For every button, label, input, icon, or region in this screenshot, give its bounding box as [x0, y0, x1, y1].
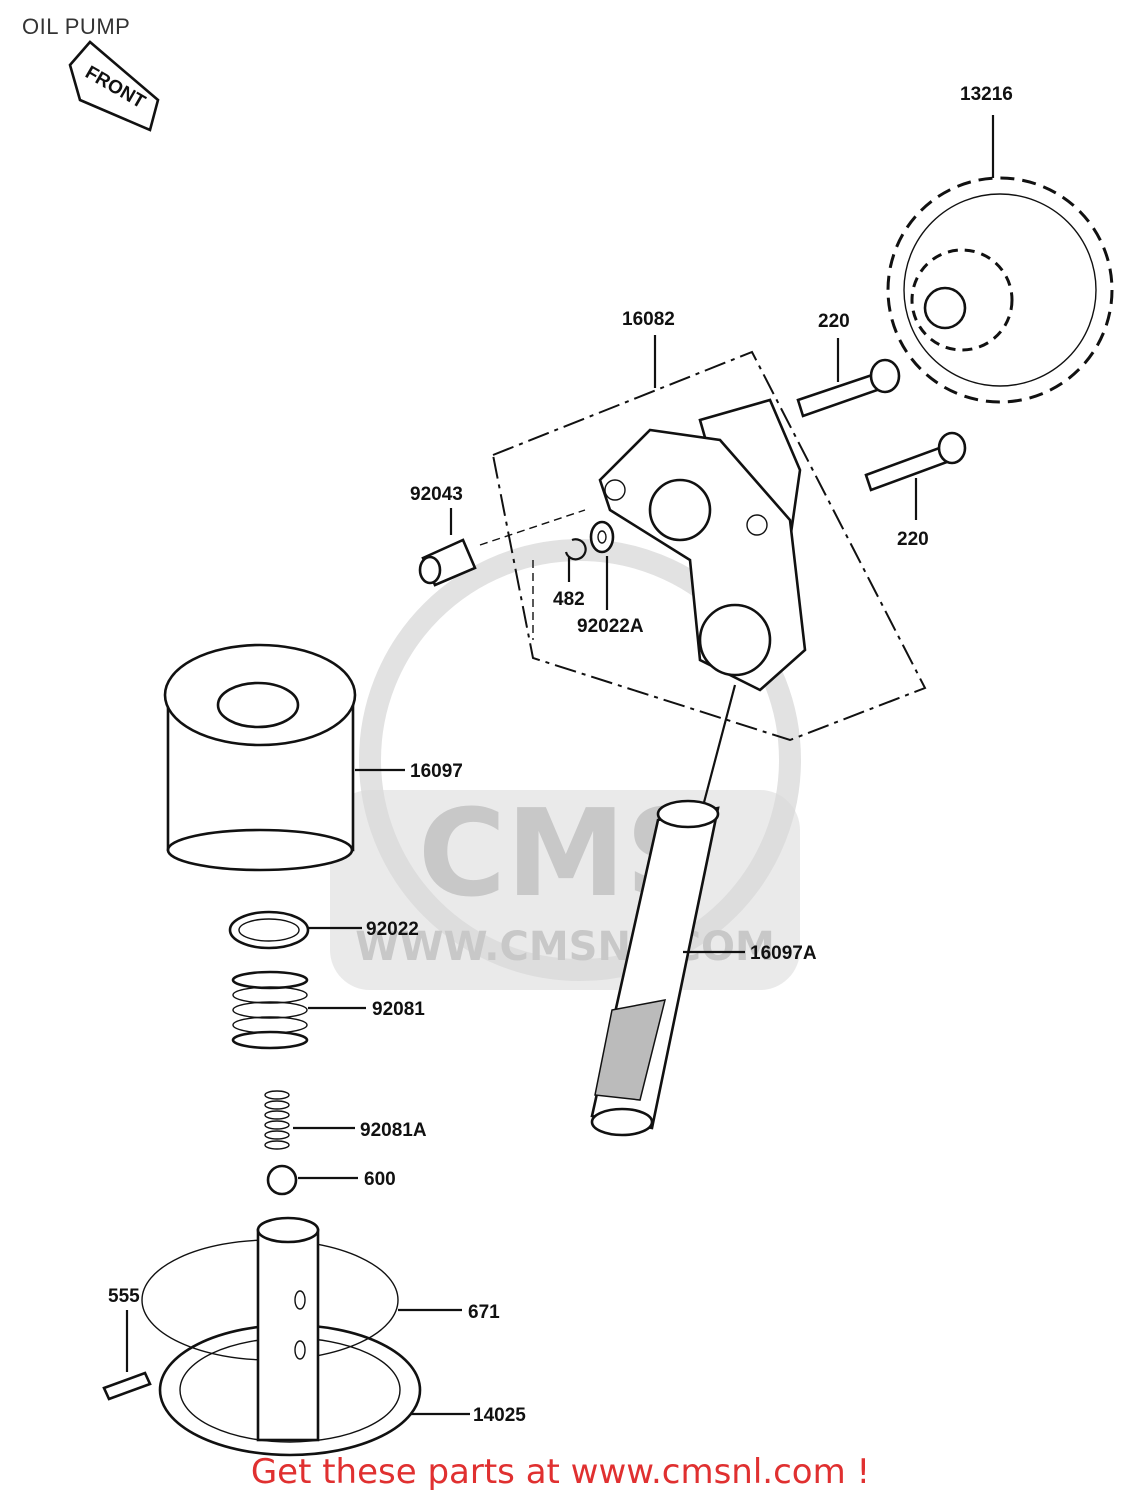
oil-filter-16097 — [163, 643, 405, 872]
label-13216: 13216 — [960, 84, 1013, 105]
bolt-220-upper — [796, 338, 901, 418]
footer-link[interactable]: Get these parts at www.cmsnl.com ! — [250, 1452, 871, 1492]
label-92081: 92081 — [372, 999, 425, 1020]
label-220-upper: 220 — [818, 311, 850, 332]
pin-555 — [102, 1310, 152, 1401]
label-671: 671 — [468, 1302, 500, 1323]
bolt-220-lower — [864, 431, 967, 520]
label-555: 555 — [108, 1286, 140, 1307]
front-arrow-icon: FRONT — [68, 40, 160, 132]
clip-482 — [532, 538, 587, 640]
dowel-92043 — [418, 508, 586, 587]
spring-92081 — [231, 970, 366, 1050]
label-92081a: 92081A — [360, 1120, 427, 1141]
label-92043: 92043 — [410, 484, 463, 505]
label-482: 482 — [553, 589, 585, 610]
label-600: 600 — [364, 1169, 396, 1190]
page-title: OIL PUMP — [22, 14, 131, 39]
watermark-url: WWW.CMSNL.COM — [355, 924, 775, 970]
label-14025: 14025 — [473, 1405, 526, 1426]
label-16082: 16082 — [622, 309, 675, 330]
spring-92081a — [264, 1090, 355, 1150]
ball-600 — [266, 1164, 358, 1196]
pump-16082 — [491, 335, 927, 742]
label-92022a: 92022A — [577, 616, 644, 637]
tube-14025 — [256, 1216, 320, 1442]
label-92022: 92022 — [366, 919, 419, 940]
oring-92022 — [228, 910, 362, 950]
gear-13216 — [886, 115, 1114, 404]
label-16097: 16097 — [410, 761, 463, 782]
washer-92022a — [589, 520, 615, 610]
label-220-lower: 220 — [897, 529, 929, 550]
label-16097a: 16097A — [750, 943, 817, 964]
strainer-16097a — [590, 684, 745, 1137]
